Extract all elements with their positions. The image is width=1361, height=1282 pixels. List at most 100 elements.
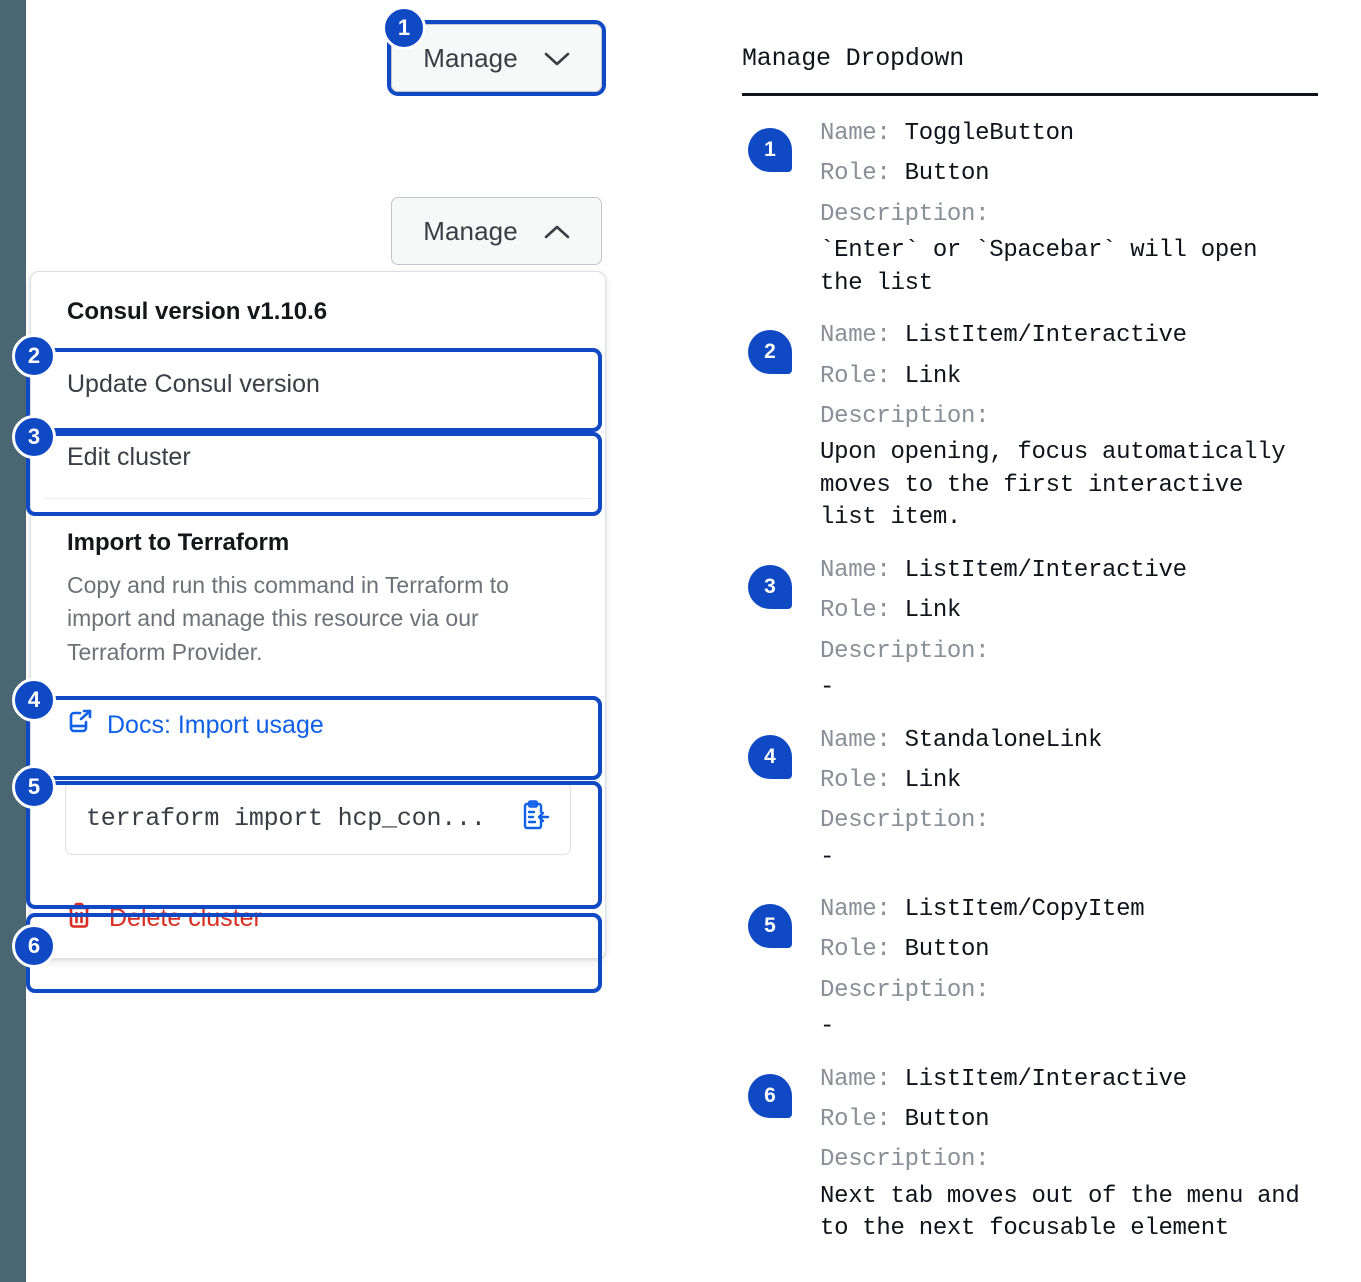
legend-role-value: Link: [904, 362, 962, 390]
menu-item-edit-cluster[interactable]: Edit cluster: [31, 421, 605, 494]
legend-role: Role: Link: [820, 357, 1342, 397]
legend-name-value: StandaloneLink: [904, 726, 1103, 754]
legend-role: Role: Button: [820, 1100, 1342, 1140]
legend-role-value: Button: [904, 936, 990, 964]
legend-name-label: Name:: [820, 557, 905, 584]
mock-ui-panel: Manage Manage Consul version v1.10.6 Upd…: [12, 0, 720, 1282]
legend-role: Role: Link: [820, 761, 1342, 801]
trash-icon: [65, 901, 93, 936]
menu-item-update-consul-version[interactable]: Update Consul version: [31, 348, 605, 421]
legend-role-label: Role:: [820, 1106, 905, 1133]
legend-name: Name: ListItem/Interactive: [820, 551, 1342, 591]
copy-to-clipboard-icon[interactable]: [516, 799, 550, 838]
legend-role-value: Button: [904, 160, 990, 188]
legend-description-label: Description:: [820, 200, 990, 228]
legend-role-label: Role:: [820, 362, 905, 390]
legend-description-label: Description:: [820, 976, 990, 1004]
legend-role-value: Link: [904, 766, 962, 794]
legend-title: Manage Dropdown: [742, 44, 965, 73]
legend-description-value: -: [820, 673, 835, 701]
legend-name: Name: StandaloneLink: [820, 721, 1342, 761]
legend-name: Name: ToggleButton: [820, 114, 1342, 154]
menu-item-docs-import-usage[interactable]: Docs: Import usage: [31, 689, 605, 762]
annotation-badge-3: 3: [12, 415, 56, 459]
legend-role-label: Role:: [820, 160, 905, 188]
legend-name-label: Name:: [820, 120, 905, 147]
docs-external-link-icon: [67, 709, 93, 742]
docs-import-usage-label: Docs: Import usage: [107, 711, 324, 740]
legend-role: Role: Link: [820, 591, 1342, 631]
left-edge-bar: [0, 0, 26, 1282]
terraform-command-box[interactable]: terraform import hcp_con...: [65, 782, 571, 856]
annotation-badge-2: 2: [12, 334, 56, 378]
menu-divider: [45, 498, 591, 499]
legend-name-value: ListItem/Interactive: [904, 557, 1187, 584]
legend-name-value: ListItem/Interactive: [904, 1065, 1187, 1093]
legend-role-value: Link: [904, 597, 962, 625]
legend-name-label: Name:: [820, 322, 905, 350]
legend-pin-5: 5: [748, 904, 792, 949]
legend-description-value: -: [820, 843, 835, 871]
legend-role-label: Role:: [820, 936, 905, 964]
legend-name-value: ListItem/CopyItem: [904, 896, 1145, 924]
legend-name-label: Name:: [820, 896, 905, 924]
legend-description-value: `Enter` or `Spacebar` will open the list: [820, 236, 1258, 297]
legend-description-value: Next tab moves out of the menu and to th…: [820, 1182, 1300, 1243]
legend-pin-3: 3: [748, 565, 792, 609]
delete-cluster-label: Delete cluster: [109, 904, 262, 933]
menu-item-delete-cluster[interactable]: Delete cluster: [31, 879, 605, 958]
annotation-badge-5: 5: [12, 765, 56, 809]
legend-description-label: Description:: [820, 807, 990, 835]
legend-role-label: Role:: [820, 766, 905, 794]
manage-button-label-expanded: Manage: [423, 216, 518, 246]
legend-pin-6: 6: [748, 1073, 792, 1118]
legend-name-value: ListItem/Interactive: [904, 322, 1187, 350]
annotation-badge-6: 6: [12, 924, 56, 968]
legend-name-label: Name:: [820, 726, 905, 754]
legend-description-value: -: [820, 1013, 835, 1041]
consul-version-header: Consul version v1.10.6: [67, 298, 328, 325]
legend-pin-2: 2: [748, 330, 792, 375]
legend-name: Name: ListItem/Interactive: [820, 1060, 1342, 1100]
chevron-up-icon: [544, 216, 570, 247]
legend-description-value: Upon opening, focus automatically moves …: [820, 439, 1286, 532]
manage-toggle-button-expanded[interactable]: Manage: [391, 197, 602, 265]
legend-role: Role: Button: [820, 930, 1342, 970]
legend-pin-4: 4: [748, 734, 792, 779]
legend-pin-1: 1: [748, 128, 792, 172]
manage-dropdown-menu: Consul version v1.10.6 Update Consul ver…: [30, 271, 606, 960]
manage-button-label: Manage: [423, 43, 518, 73]
legend-description-label: Description:: [820, 1146, 990, 1174]
manage-toggle-button-collapsed[interactable]: Manage: [391, 24, 602, 92]
legend-name-value: ToggleButton: [904, 120, 1075, 147]
legend-name: Name: ListItem/CopyItem: [820, 890, 1342, 930]
legend-description-label: Description:: [820, 637, 990, 665]
annotation-badge-4: 4: [12, 678, 56, 722]
legend-description-label: Description:: [820, 402, 990, 430]
legend-divider: [742, 93, 1318, 96]
legend-name-label: Name:: [820, 1065, 905, 1093]
legend-role-value: Button: [904, 1106, 990, 1133]
annotation-badge-1: 1: [382, 6, 426, 50]
import-to-terraform-description: Copy and run this command in Terraform t…: [67, 572, 509, 665]
legend-name: Name: ListItem/Interactive: [820, 316, 1342, 356]
legend-role-label: Role:: [820, 597, 905, 625]
chevron-down-icon: [544, 43, 570, 74]
import-to-terraform-title: Import to Terraform: [67, 529, 290, 556]
terraform-command-text: terraform import hcp_con...: [86, 804, 486, 834]
